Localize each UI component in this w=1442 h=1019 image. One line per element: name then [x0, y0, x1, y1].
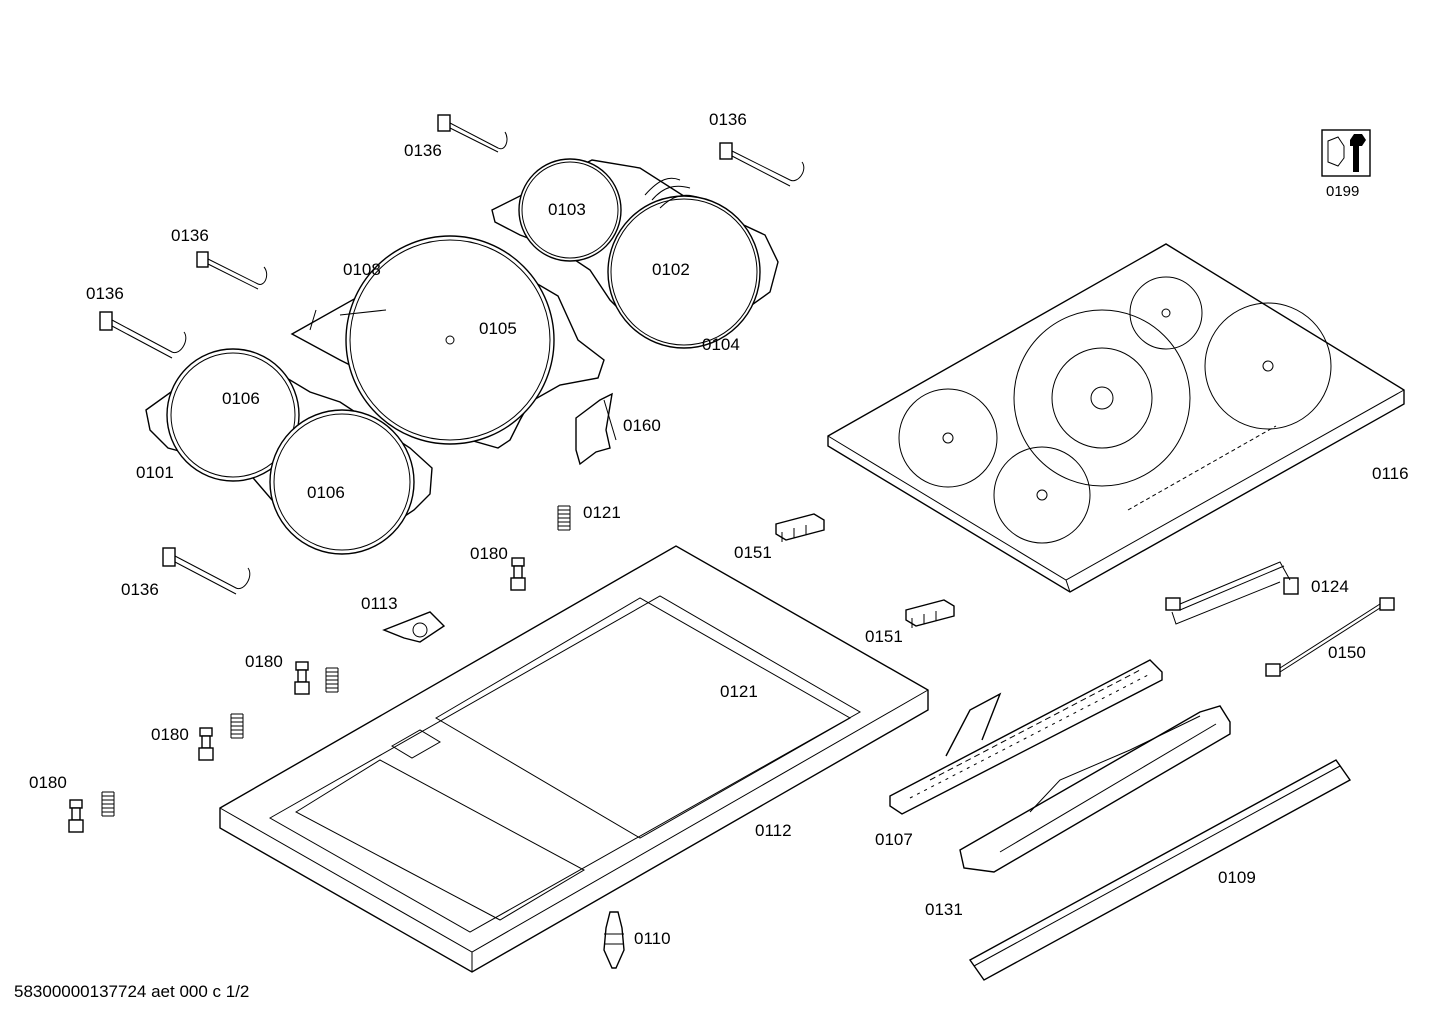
- label-0116: 0116: [1372, 464, 1409, 483]
- label-0102: 0102: [652, 260, 690, 279]
- foot-0180-c: [198, 727, 214, 761]
- clip-0160: [575, 392, 617, 466]
- label-0180: 0180: [29, 773, 67, 792]
- label-0108: 0108: [343, 260, 381, 279]
- label-0160: 0160: [623, 416, 661, 435]
- label-0180: 0180: [151, 725, 189, 744]
- label-0199: 0199: [1326, 183, 1360, 200]
- cable-0150: [1265, 597, 1395, 677]
- label-0180: 0180: [470, 544, 508, 563]
- spring-0121-a: [557, 505, 571, 531]
- label-0136: 0136: [171, 226, 209, 245]
- label-0131: 0131: [925, 900, 963, 919]
- heating-tray-0104: [491, 158, 779, 349]
- bracket-0136-c: [196, 251, 268, 290]
- holder-0113: [382, 611, 446, 643]
- spring-0121-c: [325, 667, 339, 693]
- spring-0121-e: [101, 791, 115, 817]
- label-0105: 0105: [479, 319, 517, 338]
- label-0151: 0151: [865, 627, 903, 646]
- label-0136: 0136: [404, 141, 442, 160]
- support-rail-0131: [959, 705, 1231, 873]
- cooktop-glass-0116: [827, 243, 1405, 593]
- foot-0180-d: [68, 799, 84, 833]
- label-0106: 0106: [307, 483, 345, 502]
- clamp-0151-b: [905, 599, 955, 628]
- label-0110: 0110: [634, 929, 671, 948]
- foot-0180-a: [510, 557, 526, 591]
- document-id-footer: 58300000137724 aet 000 c 1/2: [14, 982, 250, 1001]
- bracket-0136-e: [162, 547, 251, 595]
- bracket-0136-d: [99, 311, 187, 359]
- label-0103: 0103: [548, 200, 586, 219]
- label-0136: 0136: [709, 110, 747, 129]
- bracket-0136-b: [719, 142, 805, 187]
- service-wrench-icon: [1321, 129, 1371, 177]
- label-0136: 0136: [121, 580, 159, 599]
- label-0106: 0106: [222, 389, 260, 408]
- label-0150: 0150: [1328, 643, 1366, 662]
- label-0107: 0107: [875, 830, 913, 849]
- label-0121: 0121: [583, 503, 621, 522]
- heating-tray-0108: [290, 235, 605, 449]
- base-frame-0112: [219, 545, 929, 973]
- label-0180: 0180: [245, 652, 283, 671]
- label-0112: 0112: [755, 821, 792, 840]
- foot-0180-b: [294, 661, 310, 695]
- control-board-0107: [889, 659, 1163, 815]
- clamp-0151-a: [775, 513, 825, 542]
- label-0136: 0136: [86, 284, 124, 303]
- label-0124: 0124: [1311, 577, 1349, 596]
- strip-0109: [968, 759, 1352, 981]
- heating-tray-0101: [145, 348, 433, 555]
- label-0104: 0104: [702, 335, 740, 354]
- label-0101: 0101: [136, 463, 174, 482]
- label-0113: 0113: [361, 594, 398, 613]
- label-0121: 0121: [720, 682, 758, 701]
- bracket-0136-a: [437, 114, 508, 153]
- fastener-0110: [603, 911, 625, 969]
- cable-0124: [1165, 561, 1299, 625]
- spring-0121-d: [230, 713, 244, 739]
- label-0109: 0109: [1218, 868, 1256, 887]
- label-0151: 0151: [734, 543, 772, 562]
